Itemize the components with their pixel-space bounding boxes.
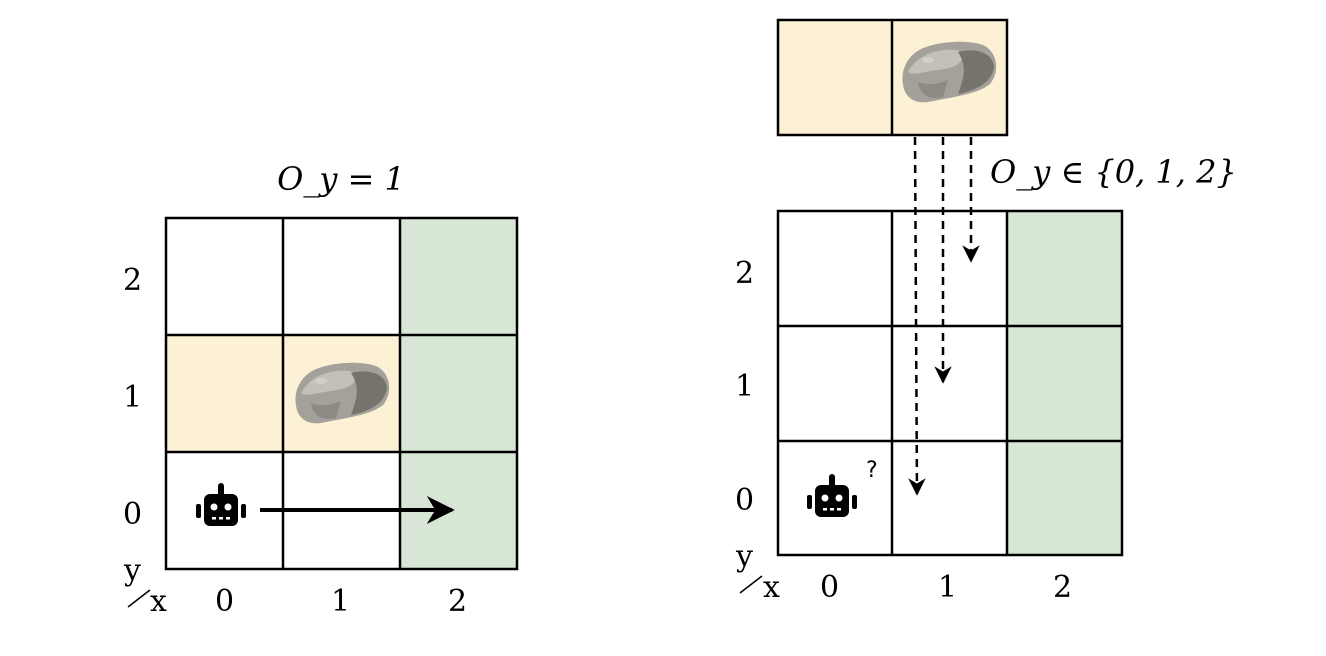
uncertainty-mark: ? — [866, 458, 878, 483]
left-grid — [164, 216, 519, 571]
axis-y-label: y — [735, 539, 753, 574]
x-tick-2: 2 — [448, 584, 467, 619]
y-tick-1: 1 — [735, 369, 754, 404]
observation-strip — [776, 18, 1009, 137]
left-panel: O_y = 1 2 1 0 0 1 2 y x — [123, 160, 519, 619]
x-tick-1: 1 — [938, 570, 957, 605]
axis-divider — [739, 575, 763, 594]
x-tick-0: 0 — [215, 584, 234, 619]
x-tick-2: 2 — [1053, 570, 1072, 605]
y-tick-0: 0 — [735, 483, 754, 518]
right-panel: O_y ∈ {0, 1, 2} ? 2 1 0 0 1 2 y x — [735, 18, 1237, 605]
y-tick-0: 0 — [123, 497, 142, 532]
robot-icon — [807, 474, 857, 517]
goal-column — [1007, 211, 1122, 555]
right-observation-label: O_y ∈ {0, 1, 2} — [990, 153, 1237, 191]
goal-column — [400, 218, 517, 569]
axis-x-label: x — [763, 570, 780, 605]
axis-divider — [127, 589, 151, 608]
y-tick-1: 1 — [123, 380, 142, 415]
axis-y-label: y — [123, 553, 141, 588]
y-tick-2: 2 — [123, 263, 142, 298]
left-observation-label: O_y = 1 — [277, 160, 405, 198]
y-tick-2: 2 — [735, 256, 754, 291]
axis-x-label: x — [150, 584, 167, 619]
x-tick-0: 0 — [820, 570, 839, 605]
x-tick-1: 1 — [331, 584, 350, 619]
robot-icon — [196, 483, 246, 526]
dashed-arrow-y0 — [908, 136, 926, 496]
right-grid: ? — [776, 209, 1124, 557]
